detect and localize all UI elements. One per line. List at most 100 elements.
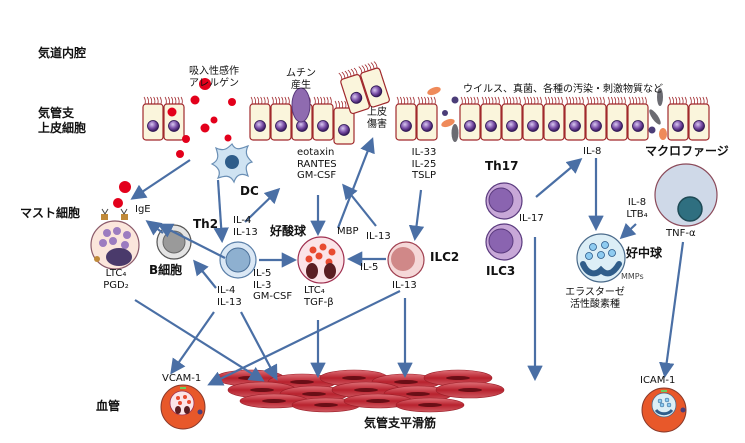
smooth-muscle-fiber bbox=[291, 397, 361, 413]
epithelium-label-line1: 気管支 bbox=[38, 106, 75, 120]
blood-vessel-left bbox=[160, 384, 206, 430]
epithelial-cell bbox=[564, 96, 586, 141]
arrows-layer bbox=[130, 137, 685, 386]
neutrophil-products: エラスターゼ 活性酸素種 bbox=[565, 287, 625, 310]
epithelial-cell bbox=[501, 96, 523, 141]
pathogens-label: ウイルス、真菌、各種の汚染・刺激物質など bbox=[463, 84, 663, 95]
ilc3-label: ILC3 bbox=[486, 264, 516, 278]
ilc2-label: ILC2 bbox=[430, 250, 460, 264]
allergen-particle bbox=[210, 116, 218, 124]
vcam1-label: VCAM-1 bbox=[162, 373, 202, 384]
epithelial-cell bbox=[606, 96, 628, 141]
arrow-allergen-to-ige bbox=[130, 159, 191, 200]
arrow-b-cell-to-ige bbox=[145, 220, 164, 236]
mbp-label: MBP bbox=[337, 226, 359, 237]
b-cell-label: B細胞 bbox=[149, 263, 183, 277]
th2-b-mediators: IL-4 IL-13 bbox=[217, 285, 242, 308]
dc-label: DC bbox=[240, 184, 259, 198]
mediator-rantes: RANTES bbox=[297, 158, 337, 170]
mediator-elastase: エラスターゼ bbox=[565, 287, 625, 298]
arrow-il17-to-epithelium bbox=[535, 158, 583, 198]
epithelial-cell bbox=[585, 96, 607, 141]
pathogen-particle bbox=[427, 86, 441, 96]
allergen-particles bbox=[113, 78, 236, 208]
pathogen-particle bbox=[451, 96, 459, 104]
epithelial-cell bbox=[459, 96, 481, 141]
vessel-label: 血管 bbox=[96, 399, 121, 413]
allergen-particle bbox=[167, 107, 177, 117]
epithelial-cell bbox=[338, 67, 370, 115]
mediator-tgf-beta: TGF-β bbox=[304, 296, 334, 308]
th17-cell bbox=[485, 182, 523, 220]
ige-label: IgE bbox=[135, 204, 151, 215]
epithelium-label-line2: 上皮細胞 bbox=[38, 121, 87, 135]
mediator-il3: IL-3 bbox=[253, 279, 272, 291]
macrophage-cell bbox=[654, 163, 718, 227]
pathogen-particle bbox=[659, 128, 667, 140]
ilc2-to-eos-label: IL-5 bbox=[360, 262, 379, 273]
mediator-il13: IL-13 bbox=[217, 296, 242, 308]
mediator-ltc4: LTC₄ bbox=[304, 285, 325, 296]
dendritic-cell bbox=[210, 142, 254, 184]
eosinophil-label: 好酸球 bbox=[270, 224, 307, 238]
mediator-il5: IL-5 bbox=[253, 268, 272, 279]
mediator-il8: IL-8 bbox=[627, 197, 647, 208]
arrow-macrophage-to-neutrophil bbox=[619, 222, 637, 240]
allergen-particle bbox=[200, 123, 210, 133]
mediator-ltb4: LTB₄ bbox=[626, 208, 648, 220]
mediator-il33: IL-33 bbox=[411, 147, 437, 158]
th2-cell bbox=[219, 241, 257, 279]
neutrophil-cell bbox=[576, 233, 626, 283]
epithelial-cell bbox=[163, 96, 185, 141]
mucin-label-line1: ムチン bbox=[286, 68, 316, 79]
mediator-il4: IL-4 bbox=[217, 285, 236, 296]
mediator-gmcsf: GM-CSF bbox=[297, 170, 337, 181]
allergen-particle bbox=[182, 135, 190, 143]
arrow-alarmins-to-ilc2 bbox=[408, 189, 425, 242]
mediator-ros: 活性酸素種 bbox=[570, 298, 620, 310]
allergen-particle bbox=[228, 98, 236, 106]
pathogen-particle bbox=[451, 124, 459, 142]
smooth-muscle-fiber bbox=[435, 381, 505, 399]
mediator-eotaxin: eotaxin bbox=[297, 147, 335, 158]
icam1-label: ICAM-1 bbox=[640, 375, 676, 386]
epithelial-damage-line2: 傷害 bbox=[367, 118, 387, 130]
pathogen-particles bbox=[427, 86, 667, 142]
pathogen-particle bbox=[442, 110, 448, 116]
mmps-label: MMPs bbox=[621, 272, 644, 281]
damaged-epithelium bbox=[338, 61, 390, 115]
th2-label: Th2 bbox=[193, 217, 219, 231]
epithelial-cell bbox=[249, 96, 271, 141]
arrow-th2-to-vcam bbox=[170, 311, 215, 375]
arrow-dc-to-th2 bbox=[213, 179, 229, 244]
il17-label: IL-17 bbox=[519, 213, 544, 224]
smooth-muscle-label: 気管支平滑筋 bbox=[364, 416, 437, 430]
mucin-goblet-cell bbox=[291, 87, 311, 123]
mediator-tslp: TSLP bbox=[411, 170, 437, 181]
mediator-ltc4: LTC₄ bbox=[105, 268, 127, 279]
smooth-muscle-fiber bbox=[343, 393, 413, 409]
eosinophil-cell bbox=[297, 236, 345, 284]
epithelial-cell bbox=[543, 96, 565, 141]
arrow-th2-to-muscle bbox=[240, 311, 278, 381]
mediator-il13: IL-13 bbox=[233, 226, 258, 238]
allergen-particle bbox=[190, 95, 200, 105]
arrow-th2-to-b-cell bbox=[193, 259, 217, 289]
smooth-muscle-fiber bbox=[395, 397, 465, 413]
arrow-b-to-ige-path bbox=[157, 223, 226, 259]
pathogen-particle bbox=[648, 126, 656, 134]
arrow-il4-to-epithelium bbox=[244, 187, 281, 223]
allergen-label-line1: 吸入性感作 bbox=[189, 66, 239, 77]
alarmins: IL-33 IL-25 TSLP bbox=[405, 147, 443, 182]
epithelial-cell bbox=[522, 96, 544, 141]
arrow-tnf-to-icam bbox=[659, 241, 685, 379]
allergen-particle bbox=[119, 181, 131, 193]
mucin-label-line2: 産生 bbox=[291, 79, 311, 91]
allergen-label: 吸入性感作 アレルゲン bbox=[184, 66, 244, 89]
allergen-label-line2: アレルゲン bbox=[189, 77, 239, 89]
epithelial-cell bbox=[142, 96, 164, 141]
epithelial-chemokines: eotaxin RANTES GM-CSF bbox=[297, 147, 337, 182]
macrophage-mediators: IL-8 LTB₄ bbox=[623, 197, 651, 220]
